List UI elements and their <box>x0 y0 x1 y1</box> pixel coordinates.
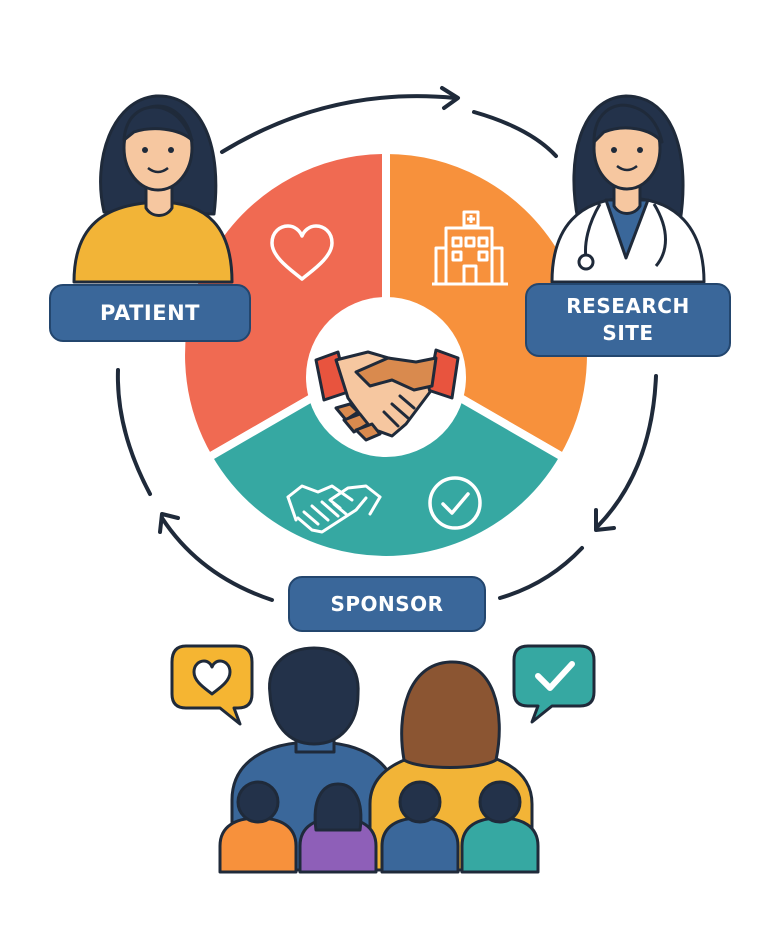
handshake-icon <box>286 484 382 534</box>
arrow-sponsor-to-patient <box>160 516 274 602</box>
center-handshake-icon <box>314 348 460 442</box>
adult-left-head <box>268 646 360 746</box>
checkmark-circle-icon <box>428 476 482 530</box>
heart-bubble-icon <box>170 644 254 726</box>
doctor-avatar <box>550 94 706 284</box>
child-1-body <box>218 816 298 874</box>
child-2-head <box>313 782 363 832</box>
arrow-patient-to-research <box>220 94 457 154</box>
sponsor-group-avatars <box>218 646 540 874</box>
patient-avatar <box>72 94 234 284</box>
arrowhead-top <box>440 86 460 110</box>
research-site-label-line1: RESEARCH <box>566 294 690 318</box>
child-4-head <box>478 780 522 824</box>
sponsor-label: SPONSOR <box>288 576 486 632</box>
arrowhead-right <box>594 508 616 532</box>
patient-label-text: PATIENT <box>100 301 200 325</box>
child-3-body <box>380 816 460 874</box>
arrowhead-left <box>158 512 180 534</box>
research-site-label: RESEARCH SITE <box>525 283 731 357</box>
research-site-label-line2: SITE <box>602 321 654 345</box>
heart-icon <box>270 224 334 281</box>
cycle-arrows <box>115 86 658 602</box>
sponsor-label-text: SPONSOR <box>330 592 444 616</box>
check-bubble-icon <box>512 644 596 724</box>
patient-label: PATIENT <box>49 284 251 342</box>
child-1-head <box>236 780 280 824</box>
child-3-head <box>398 780 442 824</box>
hospital-icon <box>432 210 508 286</box>
arrow-research-to-sponsor <box>596 374 658 528</box>
arc-top-right <box>472 110 558 158</box>
arc-left <box>115 368 152 496</box>
arc-bottom-right <box>498 546 584 600</box>
adult-right-hair <box>400 660 501 769</box>
sponsor-segment <box>204 351 568 564</box>
child-4-body <box>460 816 540 874</box>
